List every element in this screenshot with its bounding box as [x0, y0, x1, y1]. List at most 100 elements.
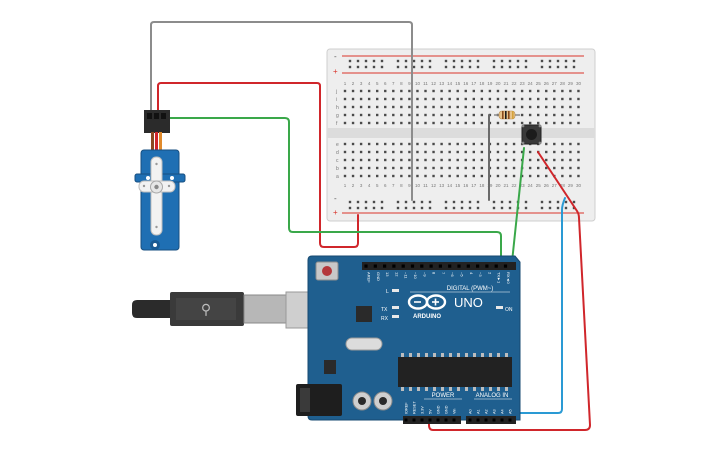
rail-hole[interactable] [452, 206, 456, 210]
breadboard-hole[interactable] [472, 150, 475, 154]
breadboard-hole[interactable] [545, 166, 548, 170]
rail-hole[interactable] [420, 206, 424, 210]
breadboard-hole[interactable] [528, 150, 532, 154]
breadboard-hole[interactable] [440, 158, 443, 162]
rail-hole[interactable] [564, 65, 568, 69]
rail-hole[interactable] [508, 65, 512, 69]
breadboard-hole[interactable] [432, 174, 435, 178]
breadboard-hole[interactable] [553, 142, 556, 146]
breadboard-hole[interactable] [384, 105, 387, 109]
breadboard-hole[interactable] [367, 150, 371, 154]
breadboard-hole[interactable] [528, 97, 532, 101]
rail-hole[interactable] [444, 200, 448, 204]
rail-hole[interactable] [508, 206, 512, 210]
breadboard-hole[interactable] [496, 97, 500, 101]
breadboard-hole[interactable] [448, 121, 451, 125]
breadboard-hole[interactable] [569, 97, 572, 101]
breadboard-hole[interactable] [569, 113, 572, 117]
analog-pin-hole[interactable] [492, 418, 496, 422]
rail-hole[interactable] [460, 206, 464, 210]
rail-hole[interactable] [500, 206, 504, 210]
breadboard-hole[interactable] [343, 142, 347, 146]
breadboard-hole[interactable] [512, 174, 516, 178]
breadboard-hole[interactable] [569, 158, 572, 162]
breadboard-hole[interactable] [416, 89, 419, 93]
rail-hole[interactable] [564, 200, 568, 204]
rail-hole[interactable] [508, 200, 512, 204]
breadboard-hole[interactable] [496, 150, 500, 154]
rail-hole[interactable] [492, 200, 496, 204]
rail-hole[interactable] [508, 59, 512, 63]
breadboard-hole[interactable] [384, 121, 387, 125]
rail-hole[interactable] [500, 65, 504, 69]
breadboard-hole[interactable] [440, 166, 443, 170]
breadboard-hole[interactable] [343, 89, 347, 93]
breadboard-hole[interactable] [480, 142, 484, 146]
rail-hole[interactable] [356, 200, 360, 204]
digital-pin-hole[interactable] [392, 264, 396, 268]
breadboard-hole[interactable] [577, 113, 580, 117]
analog-pin-hole[interactable] [508, 418, 512, 422]
breadboard-hole[interactable] [351, 150, 355, 154]
breadboard-hole[interactable] [504, 105, 508, 109]
breadboard-hole[interactable] [520, 105, 524, 109]
rail-hole[interactable] [444, 59, 448, 63]
rail-hole[interactable] [356, 206, 360, 210]
breadboard-hole[interactable] [424, 89, 427, 93]
breadboard-hole[interactable] [456, 89, 459, 93]
breadboard-hole[interactable] [408, 121, 411, 125]
breadboard-hole[interactable] [416, 158, 419, 162]
breadboard-hole[interactable] [561, 97, 564, 101]
breadboard-hole[interactable] [432, 89, 435, 93]
breadboard-hole[interactable] [424, 97, 427, 101]
breadboard-hole[interactable] [577, 121, 580, 125]
rail-hole[interactable] [364, 65, 368, 69]
breadboard-hole[interactable] [488, 89, 492, 93]
rail-hole[interactable] [548, 206, 552, 210]
breadboard-hole[interactable] [577, 89, 580, 93]
breadboard-hole[interactable] [384, 174, 387, 178]
breadboard-hole[interactable] [553, 121, 556, 125]
digital-pin-hole[interactable] [420, 264, 424, 268]
breadboard-hole[interactable] [561, 121, 564, 125]
power-pin-hole[interactable] [452, 418, 456, 422]
rail-hole[interactable] [364, 59, 368, 63]
breadboard-hole[interactable] [367, 113, 371, 117]
breadboard-hole[interactable] [456, 121, 459, 125]
power-pin-hole[interactable] [404, 418, 408, 422]
breadboard-hole[interactable] [512, 166, 516, 170]
breadboard-hole[interactable] [448, 158, 451, 162]
breadboard-hole[interactable] [504, 150, 508, 154]
breadboard-hole[interactable] [376, 105, 379, 109]
breadboard-hole[interactable] [416, 166, 419, 170]
rail-hole[interactable] [356, 65, 360, 69]
breadboard-hole[interactable] [392, 113, 395, 117]
breadboard-hole[interactable] [376, 166, 379, 170]
rail-hole[interactable] [452, 65, 456, 69]
breadboard-hole[interactable] [528, 89, 532, 93]
rail-hole[interactable] [380, 206, 384, 210]
rail-hole[interactable] [348, 65, 352, 69]
breadboard-hole[interactable] [376, 158, 379, 162]
breadboard-hole[interactable] [400, 97, 403, 101]
usb-cable[interactable]: ⚲ [132, 291, 335, 329]
rail-hole[interactable] [380, 59, 384, 63]
digital-pin-hole[interactable] [494, 264, 498, 268]
rail-hole[interactable] [468, 200, 472, 204]
breadboard-hole[interactable] [416, 142, 419, 146]
breadboard-hole[interactable] [512, 150, 516, 154]
breadboard-hole[interactable] [569, 89, 572, 93]
breadboard-hole[interactable] [480, 89, 484, 93]
breadboard-hole[interactable] [384, 97, 387, 101]
breadboard-hole[interactable] [448, 166, 451, 170]
breadboard-hole[interactable] [440, 121, 443, 125]
rail-hole[interactable] [500, 200, 504, 204]
breadboard-hole[interactable] [456, 105, 459, 109]
breadboard-hole[interactable] [545, 150, 548, 154]
breadboard-hole[interactable] [464, 105, 467, 109]
rail-hole[interactable] [516, 59, 520, 63]
digital-pin-hole[interactable] [485, 264, 489, 268]
analog-header[interactable] [466, 416, 516, 424]
breadboard-hole[interactable] [359, 150, 363, 154]
breadboard-hole[interactable] [351, 113, 355, 117]
